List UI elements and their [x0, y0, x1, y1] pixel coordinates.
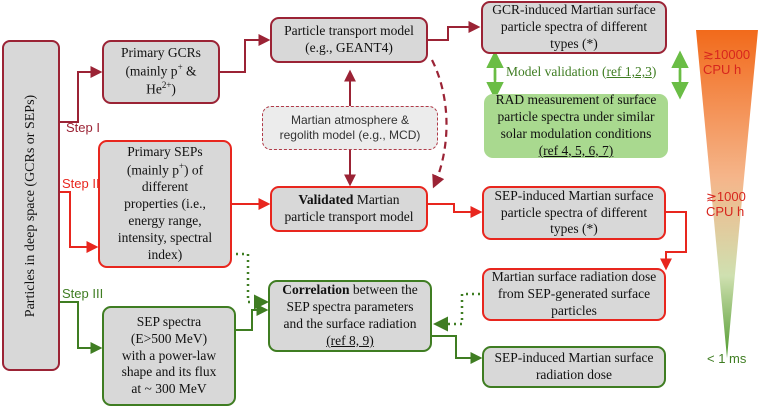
correlation-line3: and the surface radiation: [283, 316, 417, 331]
validated-transport-model-box: Validated Martian particle transport mod…: [270, 186, 428, 232]
correlation-box: Correlation between the SEP spectra para…: [268, 280, 432, 352]
primary-seps-line7: index): [147, 246, 183, 262]
gcr-spectra-line3: types (*): [550, 35, 598, 51]
primary-gcrs-line3: He2+): [146, 80, 176, 97]
surface-radiation-dose-box: Martian surface radiation dose from SEP-…: [482, 268, 666, 321]
primary-seps-line1: Primary SEPs: [127, 144, 203, 160]
transport-model-line2: (e.g., GEANT4): [305, 40, 393, 55]
primary-seps-line5: energy range,: [128, 213, 202, 229]
correlation-ref[interactable]: (ref 8, 9): [326, 332, 374, 348]
primary-seps-box: Primary SEPs (mainly p+) of different pr…: [98, 140, 232, 268]
sep-params-line2: (E>500 MeV): [130, 330, 208, 346]
model-validation-label: Model validation (ref 1,2,3): [506, 64, 657, 79]
validated-model-line1: Validated Martian: [298, 192, 400, 208]
arrow-step2-to-seps: [60, 191, 99, 253]
sep-params-line3: with a power-law: [121, 347, 217, 363]
rad-measurement-line2: particle spectra under similar: [497, 109, 655, 125]
particle-transport-model-box: Particle transport model (e.g., GEANT4): [270, 17, 428, 63]
gcr-spectra-line1: GCR-induced Martian surface: [492, 2, 656, 18]
primary-seps-line3: different: [141, 179, 189, 195]
sep-dose-line1: SEP-induced Martian surface: [494, 350, 654, 366]
rad-measurement-box: RAD measurement of surface particle spec…: [484, 92, 668, 158]
atmosphere-model-line2: regolith model (e.g., MCD): [279, 128, 421, 142]
sep-dose-line2: radiation dose: [535, 367, 613, 382]
deep-space-particles-box: Particles in deep space (GCRs or SEPs): [2, 40, 60, 371]
atmosphere-model-line1: Martian atmosphere &: [290, 113, 410, 127]
validated-model-line2: particle transport model: [284, 209, 414, 224]
rad-measurement-ref[interactable]: (ref 4, 5, 6, 7): [538, 142, 614, 158]
primary-seps-line6: intensity, spectral: [117, 230, 213, 246]
primary-gcrs-line2: (mainly p+ &: [125, 62, 197, 79]
radiation-dose-line1: Martian surface radiation dose: [491, 269, 657, 285]
sep-surface-spectra-box: SEP-induced Martian surface particle spe…: [482, 186, 666, 240]
arrow-validated-to-sepspectra: [428, 203, 483, 218]
arrow-sepparams-to-correlation: [236, 304, 269, 331]
sep-spectra-params-box: SEP spectra (E>500 MeV) with a power-law…: [102, 306, 236, 406]
arrow-transport-to-gcrspectra: [428, 21, 481, 41]
rad-measurement-line3: solar modulation conditions: [500, 126, 652, 141]
primary-seps-line2: (mainly p+) of: [126, 161, 204, 178]
step-3-label: Step III: [62, 286, 104, 301]
sep-spectra-line1: SEP-induced Martian surface: [494, 187, 654, 203]
step-1-label: Step I: [66, 120, 100, 135]
arrow-sepspectra-to-dose: [660, 211, 687, 271]
deep-space-particles-label: Particles in deep space (GCRs or SEPs): [23, 94, 38, 317]
rad-measurement-line1: RAD measurement of surface: [495, 92, 657, 108]
cpu-time-correlation: < 1 ms: [707, 351, 747, 366]
transport-model-line1: Particle transport model: [284, 23, 414, 39]
dotted-dose-to-correlation: [433, 292, 480, 332]
primary-gcrs-box: Primary GCRs (mainly p+ & He2+): [102, 40, 220, 104]
arrow-correlation-to-sepdose: [432, 335, 483, 364]
radiation-dose-line3: particles: [551, 302, 597, 318]
gcr-spectra-line2: particle spectra of different: [500, 19, 648, 35]
sep-params-line5: at ~ 300 MeV: [131, 381, 207, 397]
radiation-dose-line2: from SEP-generated surface: [497, 286, 651, 302]
cpu-time-triangle: [696, 30, 758, 358]
sep-induced-dose-box: SEP-induced Martian surface radiation do…: [482, 346, 666, 388]
sep-params-line1: SEP spectra: [136, 313, 202, 329]
correlation-line1: Correlation between the: [282, 282, 418, 298]
sep-params-line4: shape and its flux: [121, 364, 217, 380]
arrow-step3-to-sepparams: [60, 301, 103, 354]
atmosphere-regolith-model-box: Martian atmosphere & regolith model (e.g…: [262, 106, 438, 150]
correlation-line2: SEP spectra parameters: [286, 299, 414, 315]
sep-spectra-line3: types (*): [550, 221, 598, 237]
arrow-step1-to-gcrs: [60, 66, 103, 123]
model-validation-ref[interactable]: ref 1,2,3: [606, 64, 652, 79]
primary-seps-line4: properties (i.e.,: [124, 196, 206, 212]
gcr-surface-spectra-box: GCR-induced Martian surface particle spe…: [481, 1, 667, 54]
dotted-seps-to-correlation: [236, 252, 269, 310]
sep-spectra-line2: particle spectra of different: [500, 204, 648, 220]
step-2-label: Step II: [62, 176, 100, 191]
arrow-gcrs-to-transport: [220, 34, 271, 73]
primary-gcrs-line1: Primary GCRs: [121, 45, 201, 61]
arrow-validation-dashed: [431, 59, 448, 189]
